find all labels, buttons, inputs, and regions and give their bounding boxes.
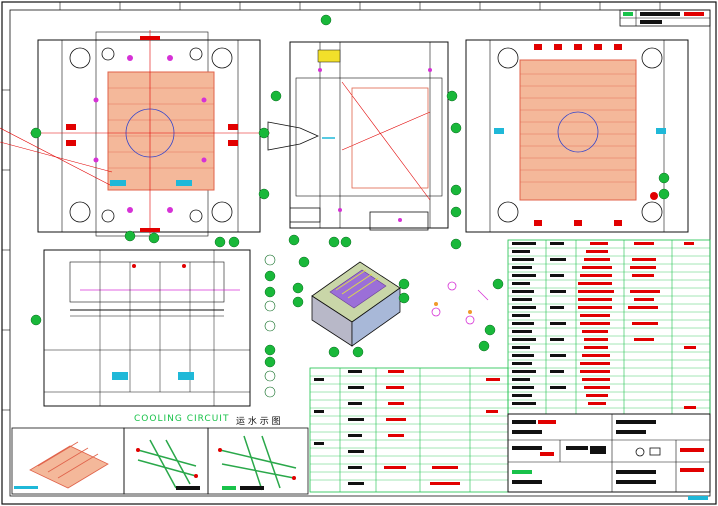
balloon-callouts-white: [264, 254, 276, 398]
mold-section-view-middle: [267, 41, 449, 231]
mold-top-view-right: [465, 39, 689, 233]
mold-side-section-view: [43, 249, 251, 407]
cooling-circuit-caption-cn: 运 水 示 图: [236, 417, 281, 427]
title-block: [507, 413, 711, 500]
mold-top-view-left: [0, 30, 270, 240]
bom-table-bottom: [309, 367, 509, 493]
grid-ticks-top: [59, 2, 661, 10]
cooling-circuit-panel: [11, 427, 309, 495]
grid-ticks-left: [2, 89, 10, 411]
bom-table-right: [507, 239, 711, 415]
balloon-callouts: [30, 14, 670, 368]
cooling-circuit-caption: COOLING CIRCUIT: [134, 414, 230, 424]
revision-block: [619, 9, 711, 27]
isometric-mold-view: [311, 261, 401, 347]
small-part-details: [431, 281, 489, 325]
